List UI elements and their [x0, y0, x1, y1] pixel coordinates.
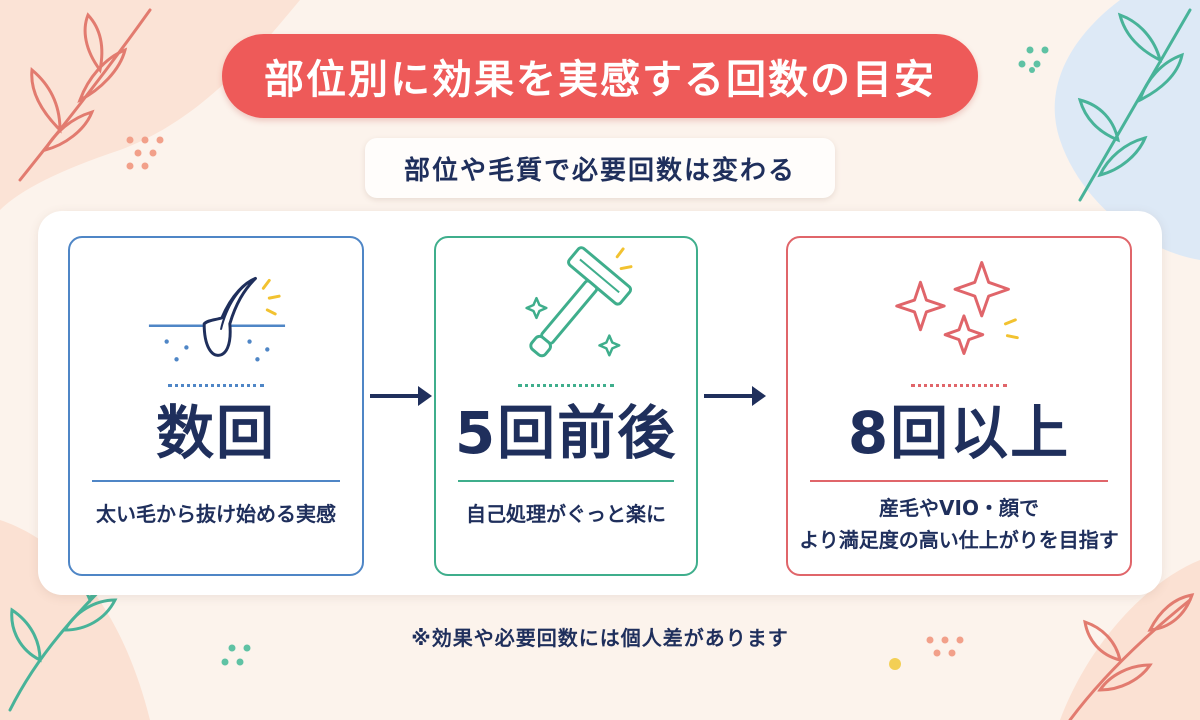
dotted-divider	[518, 384, 614, 387]
sparkle-icon	[895, 261, 1019, 355]
main-title: 部位別に効果を実感する回数の目安	[264, 57, 936, 103]
arrow-right-icon	[704, 386, 766, 406]
divider-line	[92, 480, 340, 482]
dotted-divider	[911, 384, 1007, 387]
leaf-branch-top-left	[18, 8, 152, 182]
subtitle: 部位や毛質で必要回数は変わる	[403, 155, 796, 186]
step-card-2: 5回前後 自己処理がぐっと楽に	[434, 236, 698, 576]
divider-line	[458, 480, 674, 482]
step-description: 自己処理がぐっと楽に	[466, 502, 666, 526]
divider-line	[810, 480, 1108, 482]
step-card-1: 数回 太い毛から抜け始める実感	[68, 236, 364, 576]
step-value: 5回前後	[454, 399, 678, 467]
step-description: 太い毛から抜け始める実感	[96, 502, 336, 526]
leaf-branch-top-right	[1077, 8, 1192, 202]
arrow-right-icon	[370, 386, 432, 406]
step-description: 産毛やVIO・顔で より満足度の高い仕上がりを目指す	[799, 496, 1119, 552]
dotted-divider	[168, 384, 264, 387]
title-banner: 部位別に効果を実感する回数の目安	[222, 34, 978, 118]
step-value: 数回	[155, 399, 276, 467]
hair-follicle-icon	[148, 276, 286, 362]
footnote: ※効果や必要回数には個人差があります	[411, 626, 789, 650]
decorative-dots	[126, 136, 964, 657]
razor-icon	[525, 246, 633, 358]
leaf-branch-bottom-right	[1068, 593, 1195, 720]
step-value: 8回以上	[847, 399, 1071, 467]
subtitle-box: 部位や毛質で必要回数は変わる	[365, 138, 835, 198]
step-card-3: 8回以上 産毛やVIO・顔で より満足度の高い仕上がりを目指す	[786, 236, 1132, 576]
